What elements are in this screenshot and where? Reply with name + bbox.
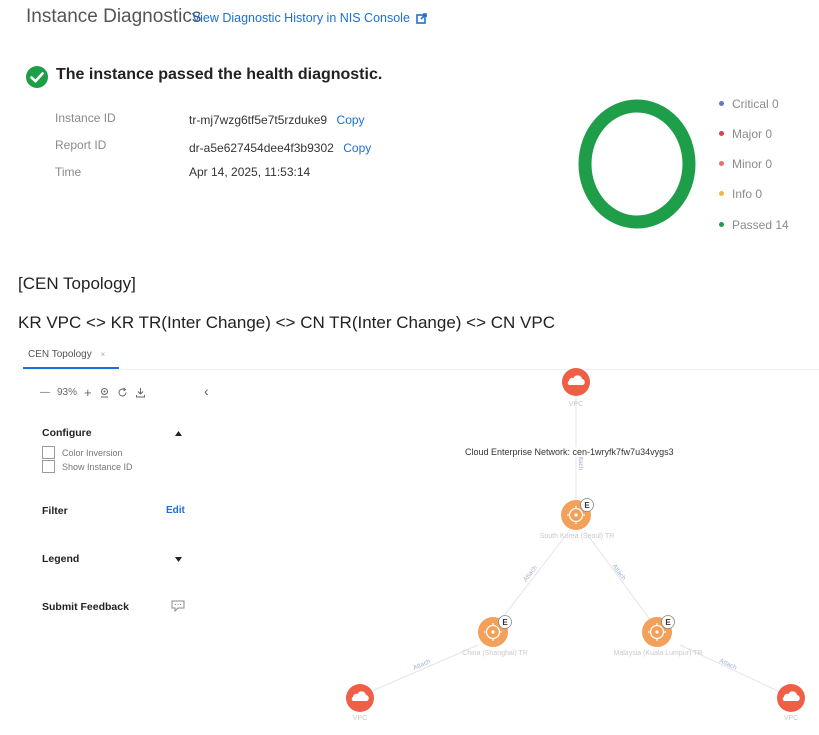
- node-badge: E: [502, 618, 508, 627]
- edge-kl-vpc: [679, 644, 781, 693]
- feedback-icon[interactable]: [171, 600, 185, 612]
- color-inversion-label: Color Inversion: [62, 447, 123, 458]
- filter-title: Filter: [42, 505, 68, 517]
- time-value: Apr 14, 2025, 11:53:14: [189, 165, 311, 179]
- vpc-node-bottom-right[interactable]: VPC: [777, 684, 805, 722]
- chevron-up-icon[interactable]: [175, 431, 182, 436]
- node-label: VPC: [353, 715, 367, 722]
- health-status-message: The instance passed the health diagnosti…: [56, 66, 383, 83]
- filter-edit-button[interactable]: Edit: [166, 505, 185, 516]
- tr-node-shanghai[interactable]: E China (Shanghai) TR: [462, 615, 528, 658]
- cloud-icon: [562, 368, 590, 396]
- diagnostic-donut-chart: [578, 99, 696, 229]
- critical-count: 0: [772, 97, 779, 111]
- show-instance-id-checkbox[interactable]: [42, 460, 55, 473]
- major-count: 0: [765, 127, 773, 141]
- show-instance-id-label: Show Instance ID: [62, 461, 133, 472]
- check-circle-icon: [26, 66, 48, 88]
- instance-id-row: tr-mj7wzg6tf5e7t5rzduke9 Copy: [189, 111, 365, 129]
- info-count: 0: [755, 187, 763, 201]
- legend-major: Major 0: [719, 127, 772, 141]
- passed-count: 14: [775, 218, 789, 232]
- node-label: South Korea (Seoul) TR: [540, 533, 615, 540]
- color-inversion-checkbox[interactable]: [42, 446, 55, 459]
- diagnostic-history-link[interactable]: View Diagnostic History in NIS Console: [192, 11, 428, 25]
- active-tab-indicator: [23, 367, 119, 369]
- instance-id-value: tr-mj7wzg6tf5e7t5rzduke9: [189, 113, 328, 127]
- minor-count: 0: [765, 157, 773, 171]
- history-link-label: View Diagnostic History in NIS Console: [192, 11, 410, 25]
- cloud-icon: [346, 684, 374, 712]
- color-inversion-option[interactable]: Color Inversion: [42, 446, 123, 459]
- info-dot: [719, 191, 724, 197]
- cen-network-label: Cloud Enterprise Network: cen-1wryfk7fw7…: [464, 447, 675, 457]
- report-id-row: dr-a5e627454dee4f3b9302 Copy: [189, 139, 371, 157]
- passed-ring: [578, 99, 696, 229]
- refresh-icon[interactable]: [117, 387, 128, 398]
- collapse-panel-button[interactable]: ‹: [204, 383, 209, 399]
- node-label: China (Shanghai) TR: [462, 650, 528, 657]
- tab-cen-topology[interactable]: CEN Topology ×: [28, 349, 105, 360]
- edge-shanghai-vpc: [369, 644, 479, 693]
- node-label: VPC: [569, 401, 583, 408]
- time-label: Time: [55, 165, 82, 179]
- show-instance-id-option[interactable]: Show Instance ID: [42, 460, 133, 473]
- edge-label: Attach: [610, 563, 627, 582]
- close-icon[interactable]: ×: [100, 350, 106, 359]
- edge-label: Attach: [577, 452, 584, 471]
- vpc-node-bottom-left[interactable]: VPC: [346, 684, 374, 722]
- node-label: Malaysia (Kuala Lumpur) TR: [614, 650, 703, 657]
- edge-label: Attach: [718, 657, 738, 671]
- page-title: Instance Diagnostics: [26, 6, 202, 27]
- report-id-label: Report ID: [55, 138, 107, 152]
- legend-critical: Critical 0: [719, 97, 779, 111]
- zoom-level: 93%: [57, 387, 78, 398]
- feedback-title[interactable]: Submit Feedback: [42, 601, 129, 613]
- cloud-icon: [777, 684, 805, 712]
- copy-report-id-button[interactable]: Copy: [343, 141, 372, 155]
- instance-id-label: Instance ID: [55, 111, 116, 125]
- critical-dot: [719, 101, 724, 107]
- tr-node-seoul[interactable]: E South Korea (Seoul) TR: [540, 498, 615, 541]
- node-badge: E: [665, 618, 671, 627]
- topology-toolbar: — 93% +: [40, 385, 146, 400]
- copy-instance-id-button[interactable]: Copy: [336, 113, 365, 127]
- tab-divider: [23, 369, 819, 370]
- download-icon[interactable]: [135, 387, 146, 398]
- report-id-value: dr-a5e627454dee4f3b9302: [189, 141, 334, 155]
- locate-icon[interactable]: [99, 387, 110, 398]
- route-description: KR VPC <> KR TR(Inter Change) <> CN TR(I…: [18, 313, 555, 332]
- chevron-down-icon[interactable]: [175, 557, 182, 562]
- node-label: VPC: [784, 715, 798, 722]
- edge-seoul-shanghai: [499, 529, 571, 622]
- node-badge: E: [584, 501, 590, 510]
- zoom-out-button[interactable]: —: [40, 387, 50, 398]
- tab-label: CEN Topology: [28, 349, 92, 360]
- legend-passed: Passed 14: [719, 218, 789, 232]
- major-dot: [719, 131, 724, 137]
- legend-title[interactable]: Legend: [42, 553, 80, 565]
- legend-minor: Minor 0: [719, 157, 772, 171]
- edge-seoul-kl: [583, 529, 652, 622]
- vpc-node-top[interactable]: VPC: [562, 368, 590, 408]
- legend-info: Info 0: [719, 187, 762, 201]
- configure-title[interactable]: Configure: [42, 427, 92, 439]
- passed-dot: [719, 222, 724, 228]
- minor-dot: [719, 161, 724, 167]
- cen-topology-heading: [CEN Topology]: [18, 274, 136, 293]
- external-link-icon: [416, 13, 428, 25]
- tr-node-kuala-lumpur[interactable]: E Malaysia (Kuala Lumpur) TR: [614, 615, 703, 658]
- zoom-in-button[interactable]: +: [84, 385, 92, 400]
